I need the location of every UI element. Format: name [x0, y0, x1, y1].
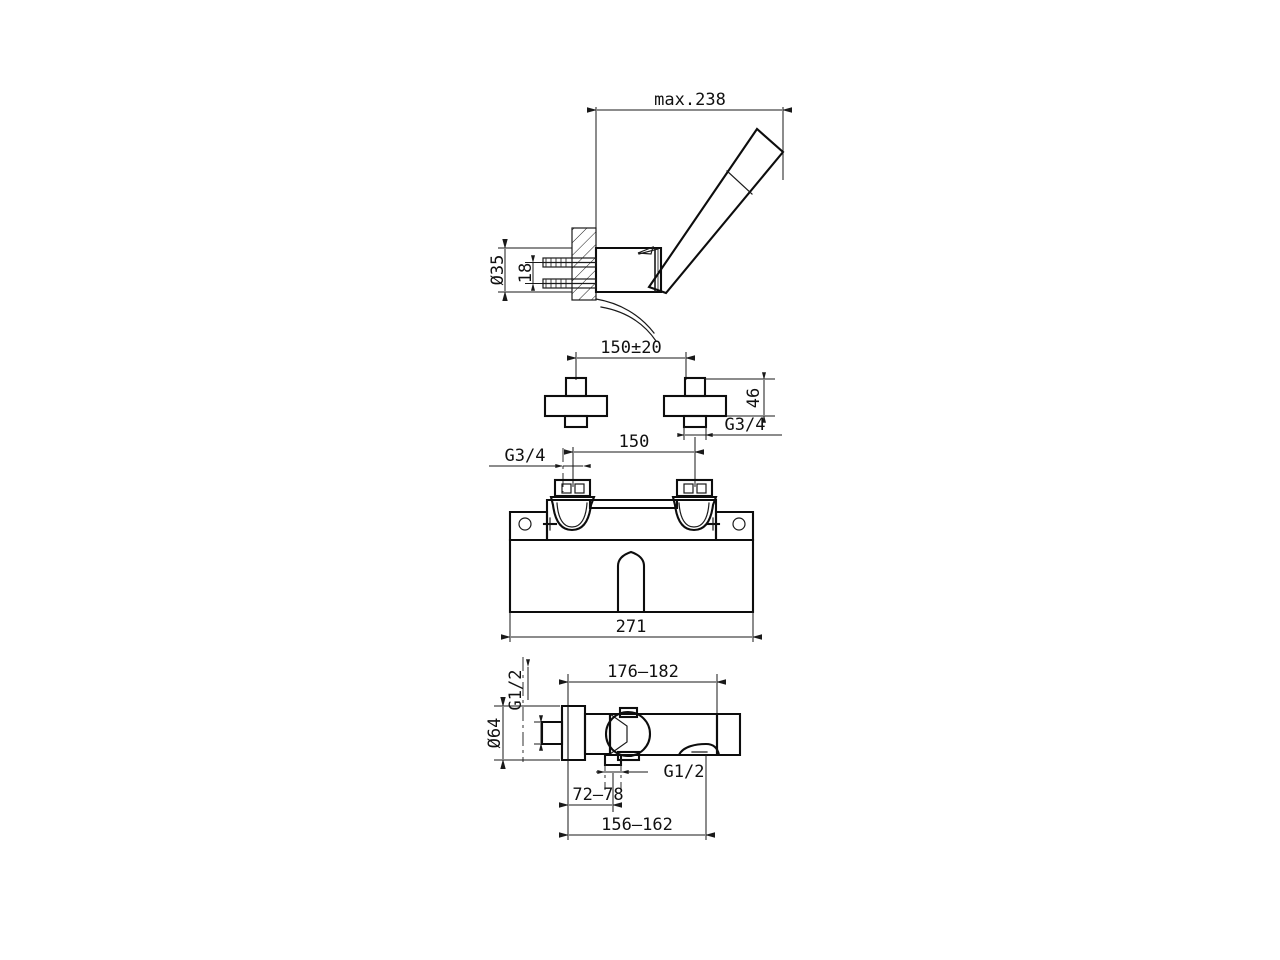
dim-label-150: 150	[619, 432, 650, 452]
thread-callout-g12-bottom: G1/2	[596, 757, 704, 790]
dim-label-271: 271	[616, 617, 647, 637]
dim-label-156-162: 156–162	[601, 815, 673, 835]
shower-hose	[595, 298, 657, 342]
handshower-view: max.238	[488, 90, 792, 342]
dim-label-g34-right: G3/4	[725, 415, 766, 435]
dim-label-dia64: Ø64	[485, 718, 505, 749]
dimension-18: 18	[516, 255, 536, 291]
mixer-body-front	[508, 498, 755, 614]
dimension-150tol: 150±20	[567, 338, 695, 380]
dimension-156-162: 156–162	[559, 755, 715, 840]
dimension-271: 271	[501, 612, 762, 642]
wall-section	[571, 227, 597, 301]
eccentric-connector-left	[543, 376, 609, 429]
dim-label-150tol: 150±20	[600, 338, 661, 358]
dimension-150: 150	[564, 432, 704, 486]
dimension-dia64: Ø64	[485, 697, 506, 769]
inlet-union-left	[549, 478, 596, 532]
inlet-centerlines	[572, 452, 696, 487]
mixer-crossbar	[588, 498, 679, 510]
dimension-dia35: Ø35	[488, 239, 508, 301]
mixer-body-side	[540, 704, 742, 767]
mixer-front-view: 150±20 46 G3/4	[489, 338, 782, 642]
inlet-union-right	[671, 478, 718, 532]
dim-label-max238: max.238	[654, 90, 726, 110]
eccentric-connector-right	[662, 376, 728, 429]
mixer-side-view: G1/2 Ø64 176–182	[485, 657, 742, 840]
dim-label-72-78: 72–78	[572, 785, 623, 805]
thread-callout-g12-top: G1/2	[506, 657, 530, 762]
dim-label-18: 18	[516, 263, 536, 283]
dim-label-g12-bottom: G1/2	[664, 762, 705, 782]
dim-label-176-182: 176–182	[607, 662, 679, 682]
thread-callout-g34-right: G3/4	[677, 415, 782, 440]
dim-label-g12-top: G1/2	[506, 670, 526, 711]
dim-label-46: 46	[744, 388, 764, 408]
dim-label-dia35: Ø35	[488, 255, 508, 286]
spout-front	[616, 550, 646, 614]
dimension-176-182: 176–182	[559, 662, 726, 740]
dimension-72-78: 72–78	[559, 760, 624, 812]
dimension-max238: max.238	[587, 90, 792, 258]
dimension-46: 46	[705, 372, 775, 423]
handshower-handle	[637, 127, 785, 295]
dim-label-g34-left: G3/4	[505, 446, 546, 466]
thread-callout-g34-left: G3/4	[489, 446, 591, 492]
